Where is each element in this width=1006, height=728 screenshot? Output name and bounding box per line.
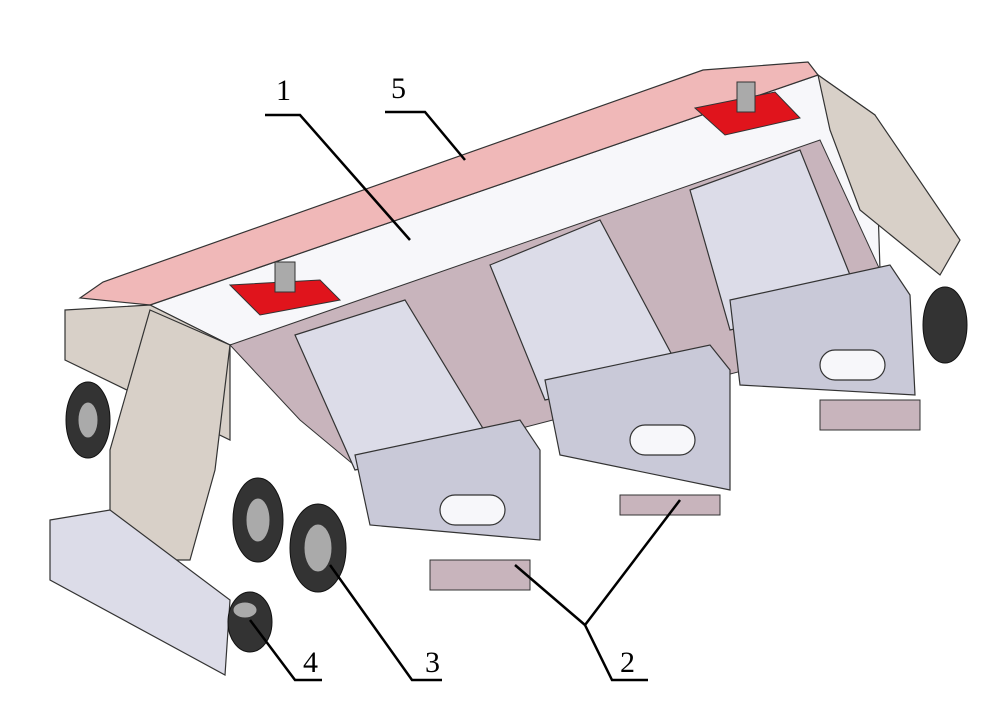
leader-2b [583, 499, 681, 682]
label-4: 4 [303, 646, 318, 679]
leader-3 [328, 564, 442, 682]
bay-3-slot [819, 349, 886, 381]
bay-1-bottom [429, 559, 531, 591]
bay-1-slot [439, 494, 506, 526]
right-wheel [922, 286, 968, 364]
left-back-wheel-hub [77, 401, 99, 439]
support-leg [109, 309, 231, 561]
leader-4 [249, 619, 322, 682]
bay-1 [294, 299, 541, 591]
leader-5 [385, 110, 466, 161]
label-1: 1 [276, 74, 291, 107]
label-5: 5 [391, 72, 406, 105]
label-2: 2 [620, 646, 635, 679]
lifting-lug-right [736, 81, 756, 113]
label-3: 3 [425, 646, 440, 679]
bay-2 [489, 219, 731, 516]
guide-wheel-hub [232, 601, 258, 619]
leader-1 [265, 113, 411, 241]
leader-2a [514, 564, 586, 626]
bay-2-slot [629, 424, 696, 456]
caster-wheel-b-hub [303, 523, 333, 573]
bay-3-bottom [819, 399, 921, 431]
guide-plate [49, 509, 231, 676]
right-end-plate [817, 73, 961, 276]
lifting-lug-left [274, 261, 296, 293]
bay-3 [689, 149, 921, 431]
caster-wheel-a-hub [245, 497, 271, 543]
